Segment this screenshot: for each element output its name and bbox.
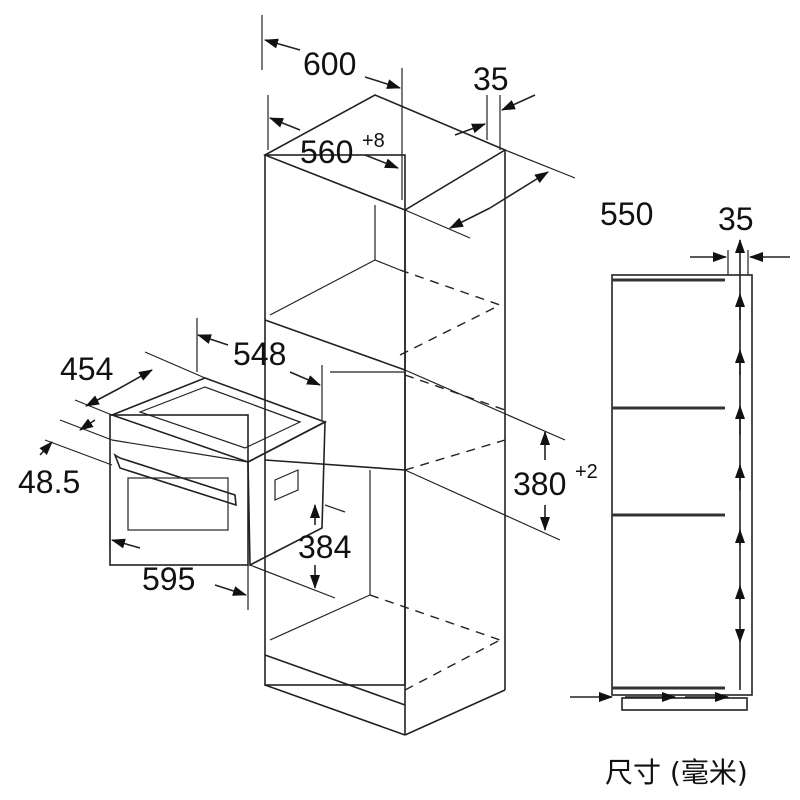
label-appliance-body-depth: 548 <box>233 336 286 372</box>
label-cabinet-top-gap: 35 <box>473 61 509 97</box>
dimension-lines <box>39 15 576 610</box>
side-view-ventilation <box>570 239 790 711</box>
label-niche-height-tolerance: +2 <box>575 461 598 483</box>
units-caption: 尺寸 (毫米) <box>605 756 748 789</box>
label-front-offset: 48.5 <box>18 464 80 500</box>
label-cabinet-depth: 550 <box>600 196 653 232</box>
built-in-appliance <box>109 377 327 567</box>
label-niche-width: 560 <box>300 134 353 170</box>
label-niche-height: 380 <box>513 466 566 502</box>
label-niche-width-tolerance: +8 <box>362 130 385 152</box>
tall-cabinet <box>263 94 507 736</box>
label-side-vent-gap: 35 <box>718 201 754 237</box>
label-appliance-height: 384 <box>298 529 351 565</box>
label-appliance-depth: 454 <box>60 351 113 387</box>
label-cabinet-width: 600 <box>303 46 356 82</box>
label-appliance-width: 595 <box>142 561 195 597</box>
